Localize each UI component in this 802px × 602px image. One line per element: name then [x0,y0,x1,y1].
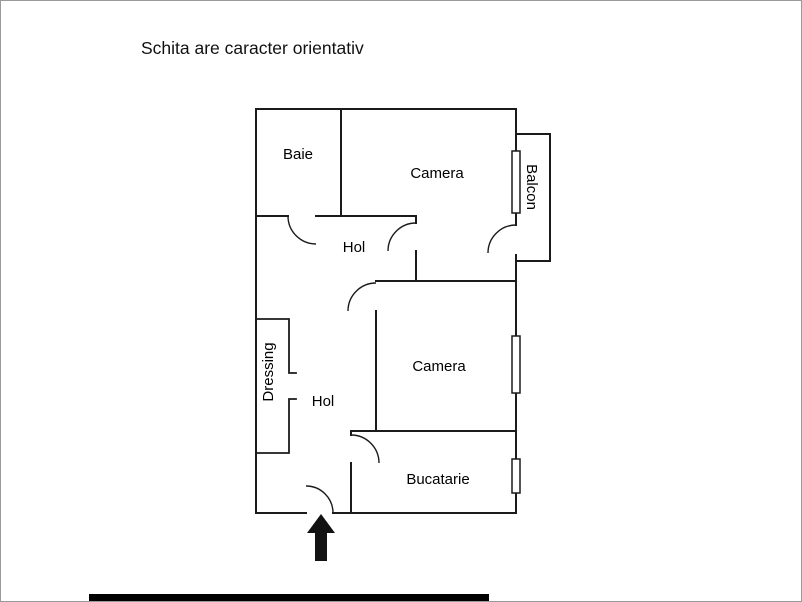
room-label-hol-top: Hol [343,239,366,256]
dressing-walls [255,318,297,454]
hol-door-arc [387,222,417,252]
baie-door-arc [287,215,317,245]
balcon-walls [515,133,551,262]
room-label-dressing: Dressing [260,342,277,401]
room-label-baie: Baie [283,146,313,163]
room-label-hol-bottom: Hol [312,393,335,410]
camera-door-arc [347,282,377,312]
page-title: Schita are caracter orientativ [141,38,364,58]
entrance-door-arc [305,485,334,514]
bucatarie-window [511,458,521,494]
room-label-camera-top: Camera [410,165,464,182]
camera-window [511,335,521,394]
hol-upper-walls [340,215,417,282]
entrance-arrow [307,514,335,561]
room-label-balcon: Balcon [523,164,540,210]
outer-walls [255,108,517,514]
bucatarie-door-arc [350,434,380,464]
balcon-door-arc [487,224,517,254]
room-label-camera-mid: Camera [412,358,466,375]
baie-walls [255,108,342,217]
room-label-bucatarie: Bucatarie [406,471,469,488]
bottom-bar [89,594,489,601]
balcon-window [511,150,521,214]
